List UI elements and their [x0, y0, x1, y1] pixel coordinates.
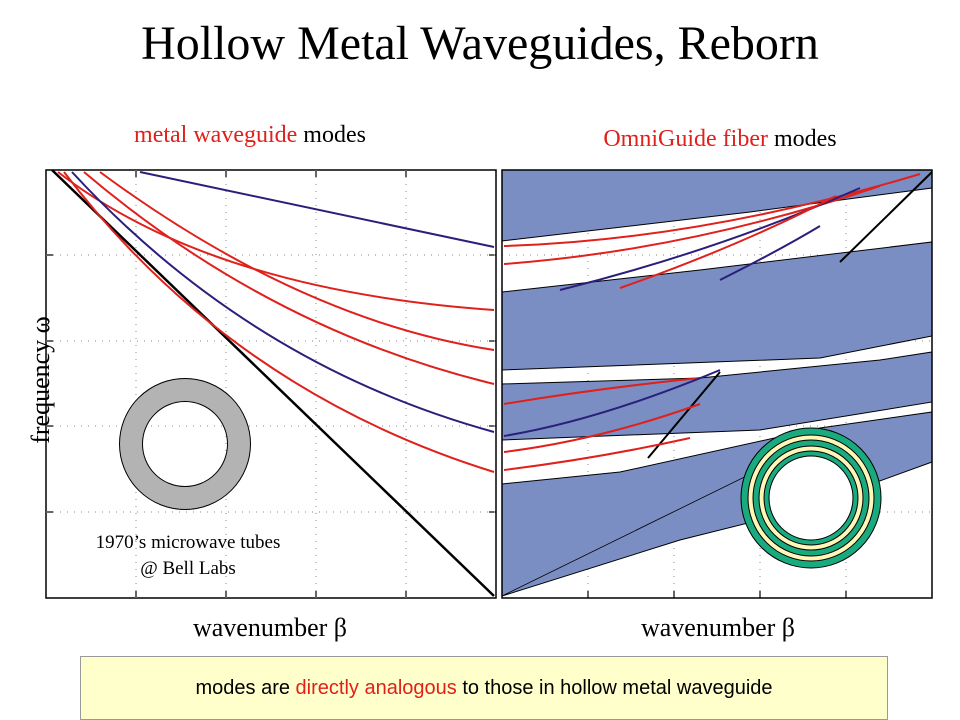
omniguide-fiber-cross-section-icon: [740, 427, 882, 569]
note-before: modes are: [195, 677, 296, 699]
note-highlight: directly analogous: [295, 677, 457, 699]
caption-line-1: 1970’s microwave tubes: [95, 532, 281, 553]
right-heading-rest: modes: [767, 126, 837, 152]
metal-mode-curves: [57, 171, 495, 473]
metal-tube-cross-section-icon: [119, 378, 251, 510]
fiber-mode-3: [559, 187, 861, 291]
omniguide-plot: [501, 169, 933, 599]
omniguide-mode-curves: [503, 173, 921, 471]
right-ticks: [587, 591, 847, 598]
light-line: [51, 169, 495, 597]
fiber-mode-1: [503, 173, 921, 247]
metal-waveguide-plot: [45, 169, 497, 599]
note-after: to those in hollow metal waveguide: [456, 677, 773, 699]
fiber-mode-9: [503, 437, 691, 471]
conclusion-note: modes are directly analogous to those in…: [80, 656, 888, 720]
metal-mode-2: [63, 171, 495, 473]
fiber-mode-5: [719, 225, 821, 281]
microwave-caption: 1970’s microwave tubes @ Bell Labs: [50, 530, 326, 582]
page-title: Hollow Metal Waveguides, Reborn: [141, 17, 819, 70]
left-heading-rest: modes: [297, 122, 366, 148]
right-plot-frame: [501, 169, 933, 599]
metal-mode-4: [83, 171, 495, 385]
left-x-axis-label: wavenumber β: [192, 613, 347, 642]
caption-line-2: @ Bell Labs: [140, 558, 236, 579]
fiber-mode-8: [503, 403, 701, 453]
right-heading-colored: OmniGuide fiber: [603, 126, 768, 152]
y-axis-label: frequency ω: [26, 316, 55, 444]
metal-mode-3: [71, 171, 495, 433]
fiber-mode-6: [503, 377, 701, 405]
metal-mode-6: [139, 171, 495, 248]
left-grid: [46, 170, 496, 598]
right-panel-heading: OmniGuide fiber modes: [500, 124, 940, 154]
right-x-axis-label: wavenumber β: [640, 613, 795, 642]
fiber-mode-4: [619, 195, 837, 289]
metal-mode-5: [99, 171, 495, 351]
left-heading-colored: metal waveguide: [134, 122, 298, 148]
left-panel-heading: metal waveguide modes: [60, 120, 440, 150]
fiber-mode-7: [503, 369, 721, 437]
